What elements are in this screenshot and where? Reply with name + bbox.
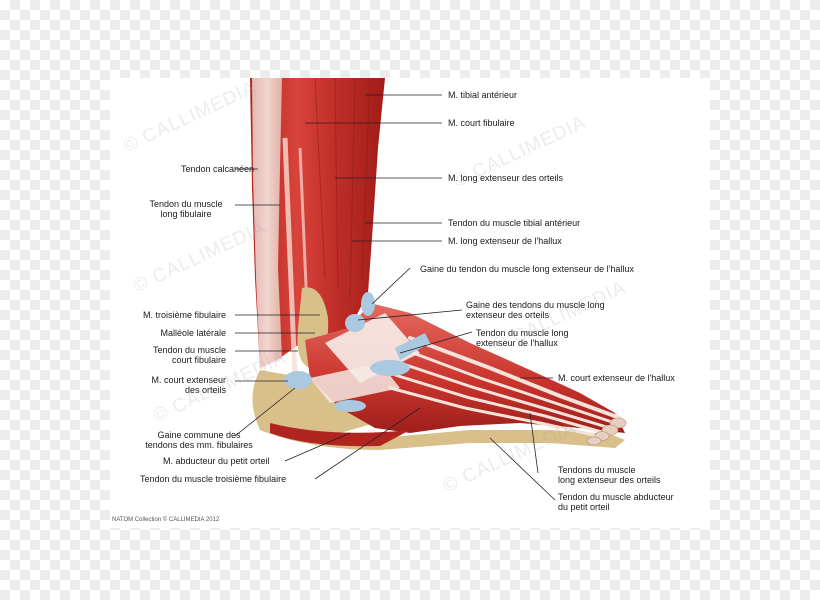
abductor-muscle-shape [270,423,410,447]
foot-anatomy-illustration [234,78,627,501]
copyright-credit: NATOM Collection © CALLIMEDIA 2012 [112,517,220,523]
label-tendon-long-fibulaire: Tendon du muscle long fibulaire [149,199,223,219]
label-tendon-tibial-anterieur: Tendon du muscle tibial antérieur [448,218,581,228]
label-gaine-commune: Gaine commune des tendons des mm. fibula… [145,430,253,450]
digitorum-sheath [345,314,365,332]
leader-lines [234,94,556,501]
label-long-extenseur-orteils: M. long extenseur des orteils [448,173,564,183]
label-gaine-tendon-hallux: Gaine du tendon du muscle long extenseur… [420,264,634,274]
label-tendon-abducteur: Tendon du muscle abducteur du petit orte… [558,492,674,512]
label-court-fibulaire: M. court fibulaire [448,118,515,128]
label-gaine-tendons-orteils: Gaine des tendons du muscle long extense… [466,300,605,320]
label-long-extenseur-hallux: M. long extenseur de l'hallux [448,236,562,246]
hallux-sheath [361,292,375,316]
label-malleole-laterale: Malléole latérale [160,328,226,338]
label-tendon-court-fibulaire: Tendon du muscle court fibulaire [152,345,226,365]
hallux-tendon-sheath [395,333,430,360]
toes [586,417,627,446]
label-tibial-anterieur: M. tibial antérieur [448,90,518,100]
extensor-tendons [388,336,622,438]
label-troisieme-fibulaire: M. troisième fibulaire [142,310,226,320]
fibular-sheath [284,371,312,389]
calcaneal-tendon-shape [252,78,282,370]
extensor-retinaculum [325,313,420,383]
label-tendons-orteils: Tendons du muscle long extenseur des ort… [558,465,661,485]
label-tendon-long-extenseur-hallux: Tendon du muscle long extenseur de l'hal… [476,328,569,348]
label-tendon-troisieme-fibulaire: Tendon du muscle troisième fibulaire [140,474,287,484]
label-abducteur-petit-orteil: M. abducteur du petit orteil [163,456,270,466]
label-court-extenseur-orteils: M. court extenseur des orteils [151,375,226,395]
label-court-extenseur-hallux: M. court extenseur de l'hallux [558,373,675,383]
illustration-panel: © CALLIMEDIA © CALLIMEDIA © CALLIMEDIA ©… [110,78,710,528]
label-tendon-calcaneen: Tendon calcanéen [180,164,254,174]
